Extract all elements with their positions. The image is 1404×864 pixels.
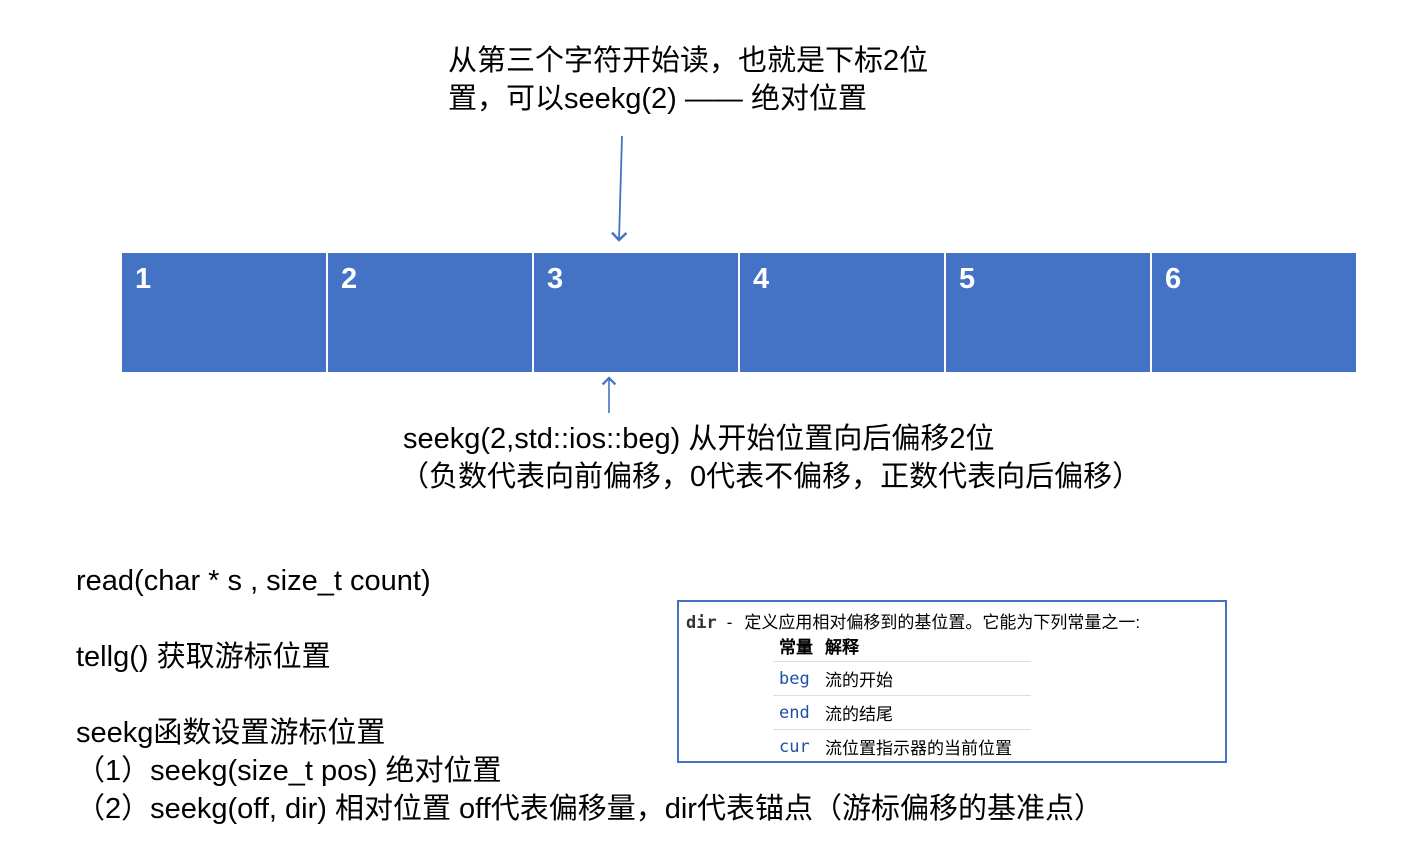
cell-2: 2 [328, 253, 532, 372]
seekg-title: seekg函数设置游标位置 [76, 717, 386, 749]
cell-3: 3 [534, 253, 738, 372]
api-notes: read(char * s , size_t count) tellg() 获取… [76, 562, 1103, 828]
param-dash: - [726, 613, 733, 632]
character-cells: 1 2 3 4 5 6 [122, 253, 1356, 372]
header-explanation: 解释 [825, 638, 859, 657]
constant-beg: beg [773, 661, 819, 696]
constant-end-desc: 流的结尾 [819, 695, 1031, 730]
cell-1: 1 [122, 253, 326, 372]
table-row: end 流的结尾 [773, 695, 1031, 730]
top-annotation: 从第三个字符开始读，也就是下标2位 置，可以seekg(2) —— 绝对位置 [448, 42, 928, 118]
absolute-position-arrow [611, 135, 628, 242]
constant-end: end [773, 695, 819, 730]
seekg-absolute-note: （1）seekg(size_t pos) 绝对位置 [76, 755, 502, 787]
constant-cur: cur [773, 729, 819, 763]
table-row: cur 流位置指示器的当前位置 [773, 729, 1031, 763]
cell-4: 4 [740, 253, 944, 372]
constant-cur-desc: 流位置指示器的当前位置 [819, 729, 1031, 763]
constant-beg-desc: 流的开始 [819, 661, 1031, 696]
cell-6: 6 [1152, 253, 1356, 372]
table-header-row: 常量 解释 [773, 630, 1031, 662]
constants-table: 常量 解释 beg 流的开始 end 流的结尾 cur 流位置指示器的当前位置 [773, 630, 1031, 763]
seekg-relative-note: （2）seekg(off, dir) 相对位置 off代表偏移量，dir代表锚点… [76, 793, 1103, 825]
top-annotation-line1: 从第三个字符开始读，也就是下标2位 [448, 45, 929, 77]
top-annotation-line2: 置，可以seekg(2) —— 绝对位置 [448, 83, 867, 115]
dir-reference-box: dir-定义应用相对偏移到的基位置。它能为下列常量之一: 常量 解释 beg 流… [677, 600, 1227, 763]
bottom-annotation-line1: seekg(2,std::ios::beg) 从开始位置向后偏移2位 [403, 423, 995, 455]
read-signature: read(char * s , size_t count) [76, 565, 431, 597]
tellg-note: tellg() 获取游标位置 [76, 641, 331, 673]
bottom-annotation: seekg(2,std::ios::beg) 从开始位置向后偏移2位 （负数代表… [400, 420, 1142, 496]
header-constant: 常量 [779, 638, 813, 657]
dir-reference-header: dir-定义应用相对偏移到的基位置。它能为下列常量之一: [686, 608, 1140, 633]
bottom-annotation-line2: （负数代表向前偏移，0代表不偏移，正数代表向后偏移） [400, 461, 1142, 493]
param-description: 定义应用相对偏移到的基位置。它能为下列常量之一: [744, 613, 1141, 632]
table-row: beg 流的开始 [773, 661, 1031, 696]
cell-5: 5 [946, 253, 1150, 372]
param-name: dir [686, 613, 717, 633]
